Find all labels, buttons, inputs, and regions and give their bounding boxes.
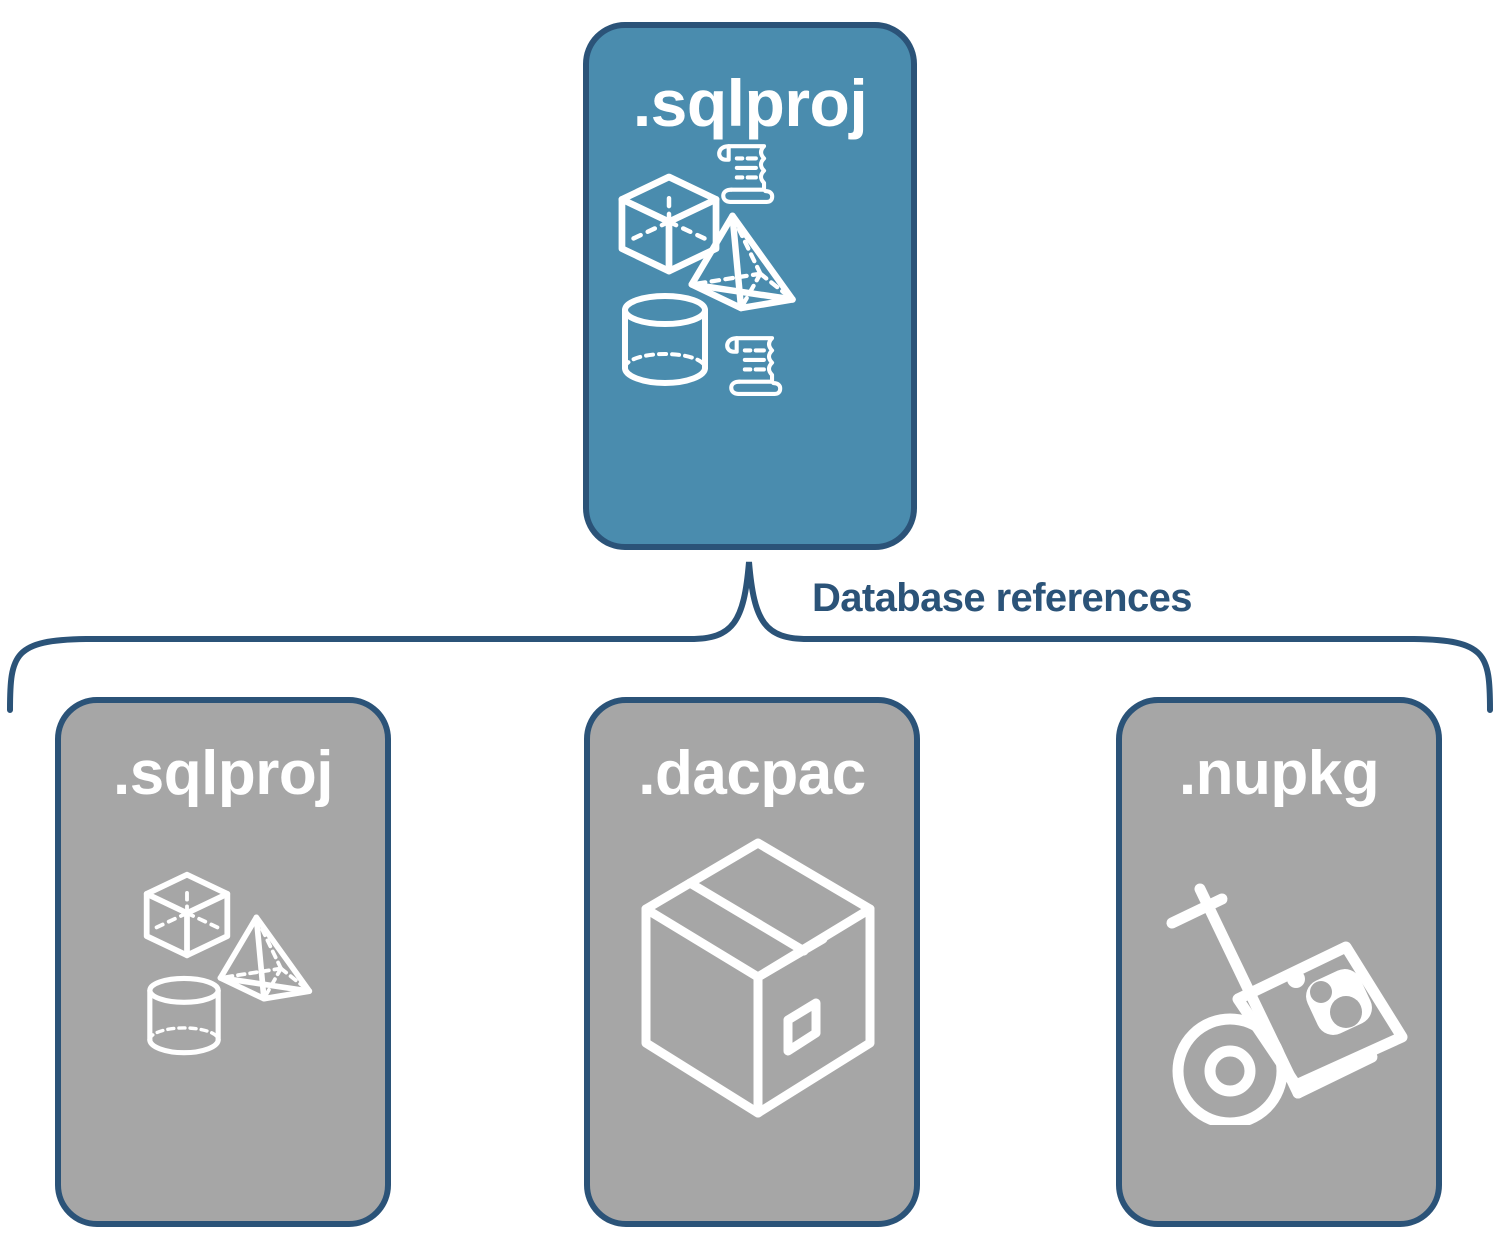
cylinder-icon: [147, 975, 221, 1056]
reference-card-sqlproj-title: .sqlproj: [113, 739, 333, 808]
database-references-brace: [7, 561, 1493, 713]
root-node-title: .sqlproj: [632, 66, 868, 140]
cylinder-icon: [622, 293, 708, 386]
reference-card-sqlproj[interactable]: .sqlproj: [55, 697, 391, 1227]
root-node-sqlproj-card[interactable]: .sqlproj: [583, 22, 917, 550]
nuget-package-icon: [1287, 969, 1372, 1035]
reference-card-nupkg[interactable]: .nupkg: [1116, 697, 1442, 1227]
pyramid-icon: [217, 914, 313, 1002]
root-node-icon-area: [589, 136, 911, 544]
reference-card-dacpac[interactable]: .dacpac: [584, 697, 920, 1227]
cube-icon: [143, 871, 231, 959]
script-scroll-icon: [725, 336, 783, 396]
reference-card-nupkg-title: .nupkg: [1178, 739, 1380, 808]
hand-truck-icon: [1166, 883, 1408, 1125]
reference-card-dacpac-icon-area: [590, 805, 914, 1221]
script-scroll-icon: [717, 144, 775, 204]
connector-label: Database references: [812, 576, 1193, 620]
reference-card-dacpac-title: .dacpac: [638, 739, 866, 808]
brace-path: [7, 561, 1493, 713]
reference-card-nupkg-icon-area: [1122, 805, 1436, 1221]
shipping-box-icon: [641, 838, 875, 1118]
pyramid-icon: [688, 212, 796, 312]
reference-card-sqlproj-icon-area: [61, 805, 385, 1221]
